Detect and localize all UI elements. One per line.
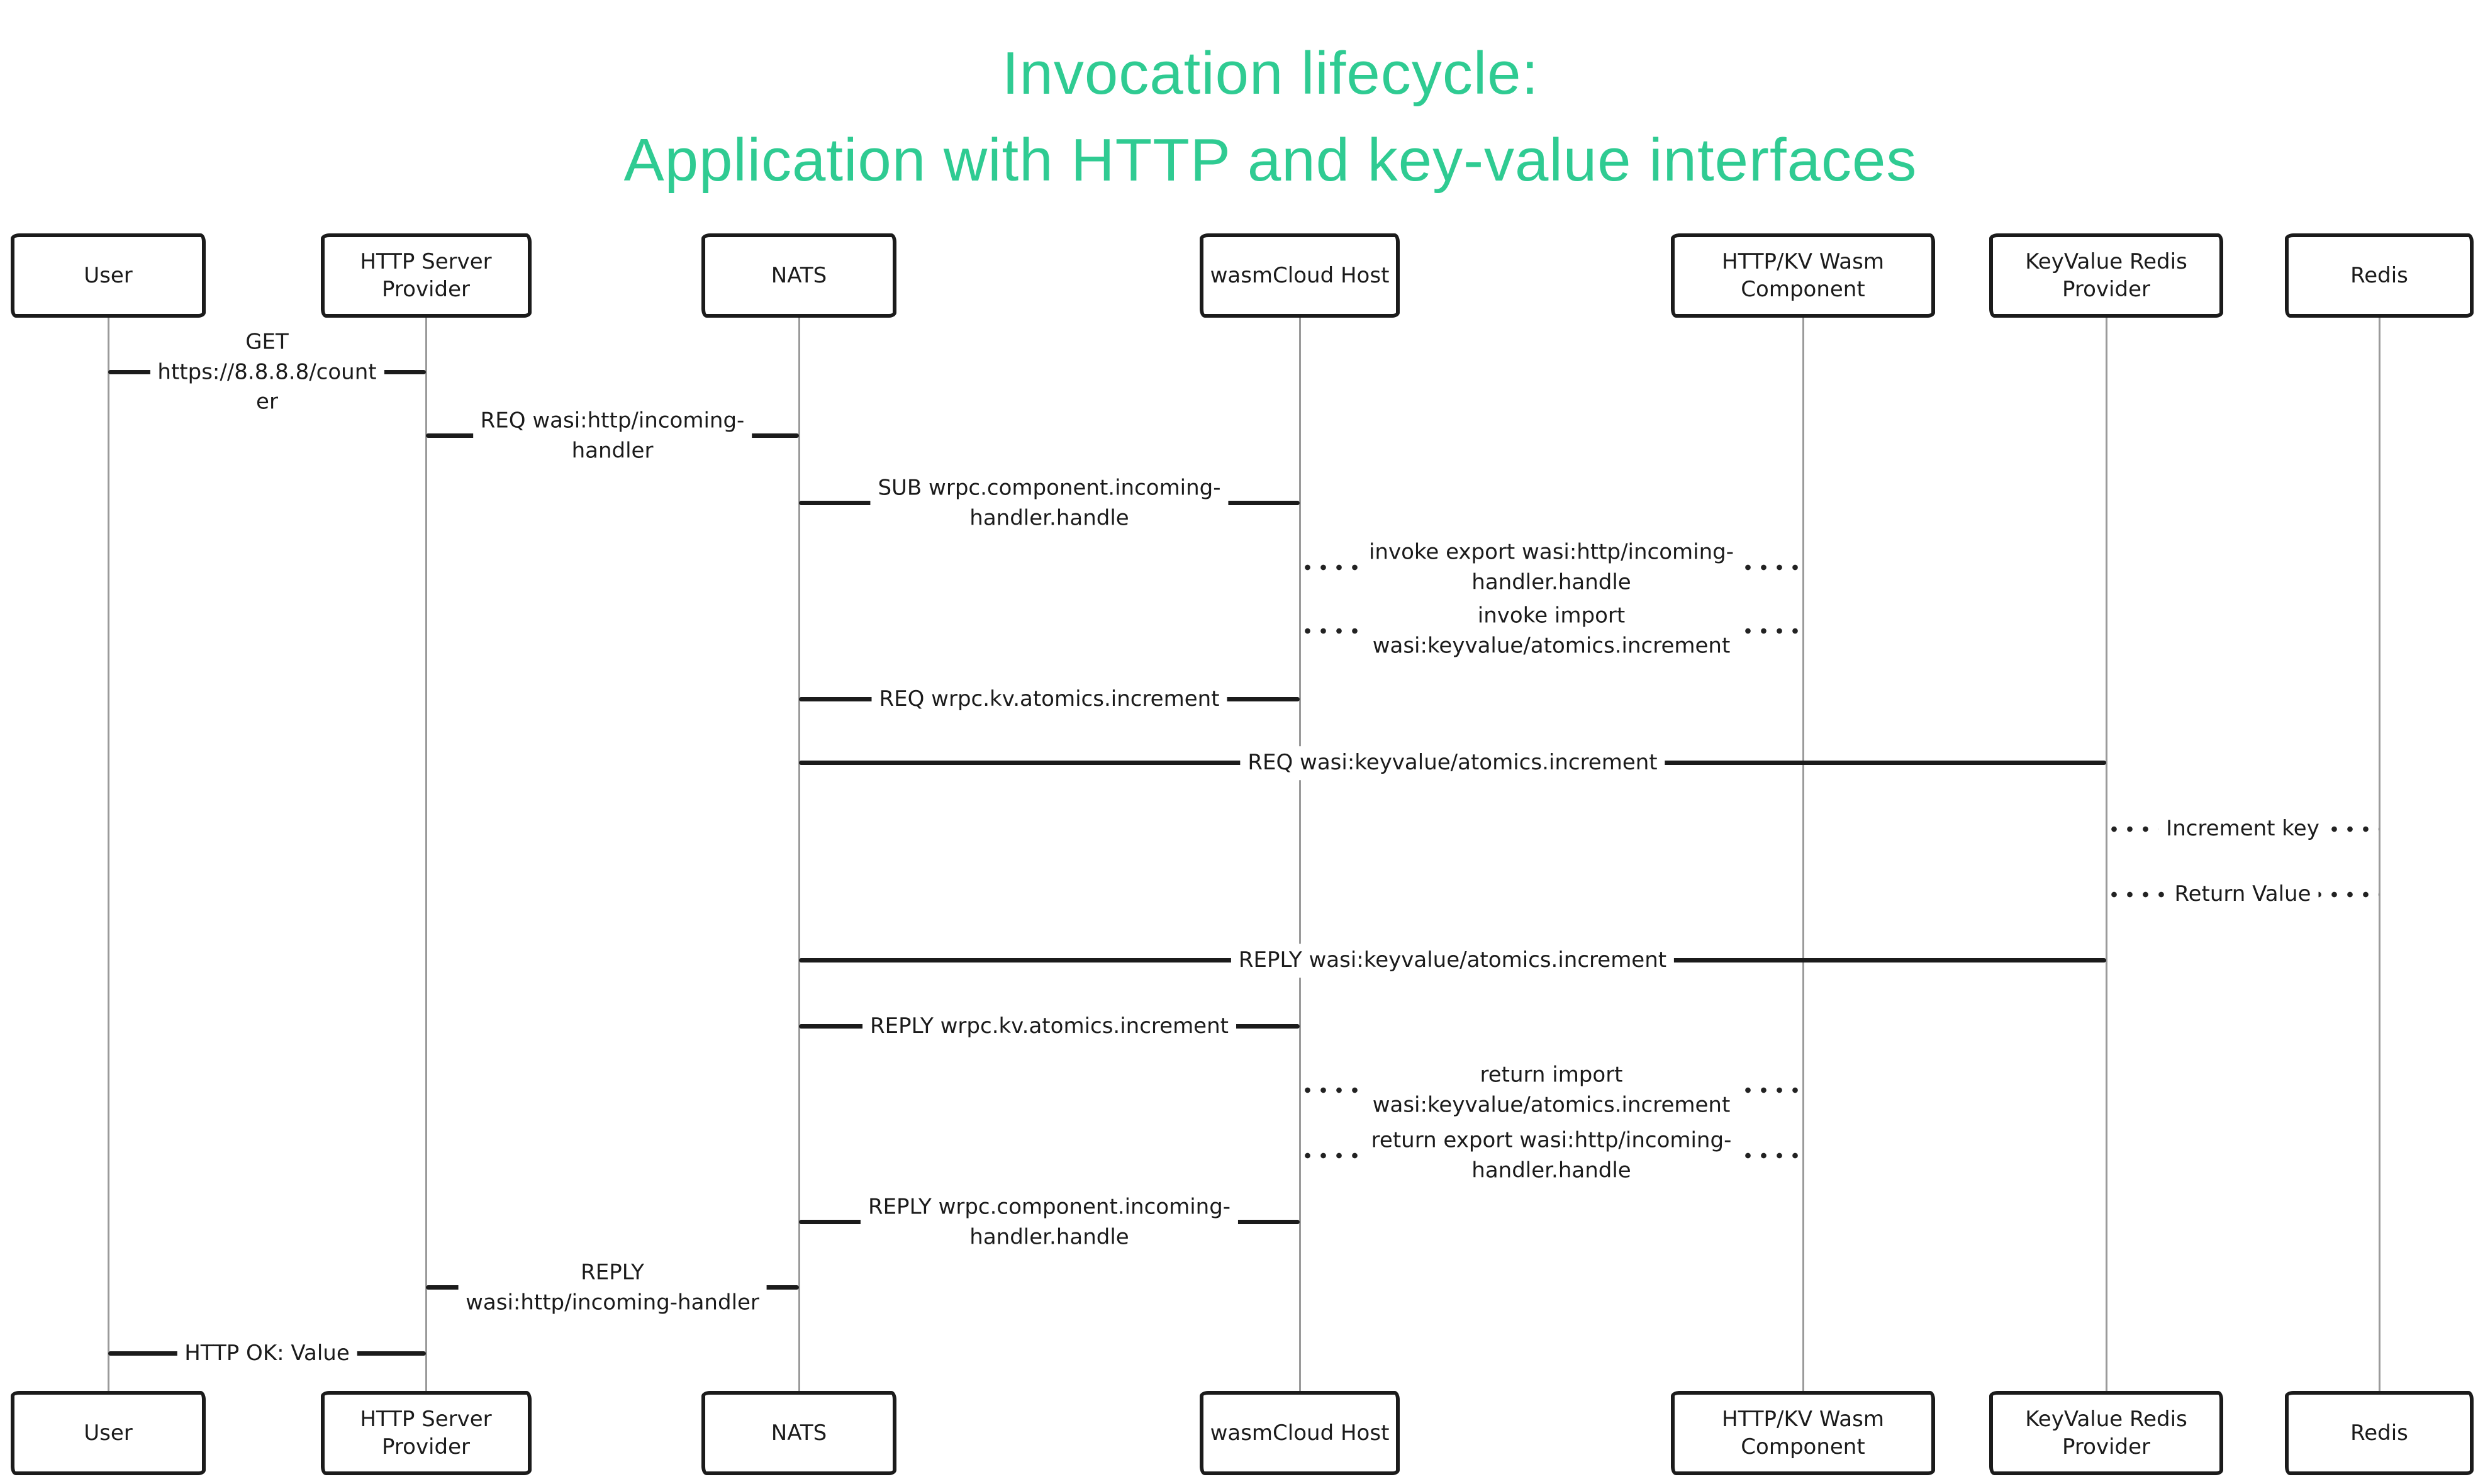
actor-label-host: wasmCloud Host <box>1210 262 1390 288</box>
actor-box-user-bottom: User <box>11 1391 206 1475</box>
lifeline-user <box>107 318 109 1392</box>
lifeline-http_server <box>425 318 427 1392</box>
actor-box-nats-top: NATS <box>701 233 896 318</box>
actor-label-user: User <box>84 1420 133 1446</box>
message-label-16: HTTP OK: Value <box>177 1337 357 1371</box>
message-label-text: HTTP OK: Value <box>177 1337 357 1371</box>
message-label-text: return export wasi:http/incoming- handle… <box>1363 1124 1739 1188</box>
message-label-9: Return Value <box>2167 878 2319 912</box>
actor-box-user-top: User <box>11 233 206 318</box>
lifeline-redis <box>2378 318 2380 1392</box>
actor-label-nats: NATS <box>771 1420 827 1446</box>
message-label-text: REPLY wrpc.kv.atomics.increment <box>862 1010 1236 1044</box>
actor-box-component-top: HTTP/KV Wasm Component <box>1671 233 1935 318</box>
message-label-text: REPLY wrpc.component.incoming- handler.h… <box>860 1190 1239 1254</box>
actor-box-component-bottom: HTTP/KV Wasm Component <box>1671 1391 1935 1475</box>
message-label-13: return export wasi:http/incoming- handle… <box>1363 1124 1739 1188</box>
actor-box-kv_provider-bottom: KeyValue Redis Provider <box>1989 1391 2223 1475</box>
diagram-title-line2: Application with HTTP and key-value inte… <box>623 126 1917 194</box>
message-label-14: REPLY wrpc.component.incoming- handler.h… <box>860 1190 1239 1254</box>
message-label-6: REQ wrpc.kv.atomics.increment <box>871 683 1227 717</box>
message-label-text: SUB wrpc.component.incoming- handler.han… <box>870 471 1229 535</box>
message-label-12: return import wasi:keyvalue/atomics.incr… <box>1365 1058 1738 1122</box>
lifeline-nats <box>798 318 800 1392</box>
message-label-5: invoke import wasi:keyvalue/atomics.incr… <box>1365 599 1738 663</box>
actor-box-redis-bottom: Redis <box>2285 1391 2474 1475</box>
message-label-text: invoke import wasi:keyvalue/atomics.incr… <box>1365 599 1738 663</box>
message-label-text: Return Value <box>2167 878 2319 912</box>
message-label-text: invoke export wasi:http/incoming- handle… <box>1361 535 1742 600</box>
actor-label-user: User <box>84 262 133 288</box>
lifeline-component <box>1802 318 1804 1392</box>
message-label-15: REPLY wasi:http/incoming-handler <box>458 1256 767 1320</box>
lifeline-host <box>1298 318 1301 1392</box>
actor-box-kv_provider-top: KeyValue Redis Provider <box>1989 233 2223 318</box>
actor-label-redis: Redis <box>2350 1420 2408 1446</box>
actor-box-host-top: wasmCloud Host <box>1200 233 1400 318</box>
actor-box-nats-bottom: NATS <box>701 1391 896 1475</box>
message-label-text: REPLY wasi:http/incoming-handler <box>458 1256 767 1320</box>
message-label-1: GET https://8.8.8.8/count er <box>150 325 384 420</box>
lifeline-kv_provider <box>2105 318 2107 1392</box>
actor-label-kv_provider: KeyValue Redis Provider <box>2025 248 2187 302</box>
actor-label-component: HTTP/KV Wasm Component <box>1722 1406 1884 1459</box>
actor-box-http_server-top: HTTP Server Provider <box>320 233 532 318</box>
message-label-text: REPLY wasi:keyvalue/atomics.increment <box>1231 944 1675 978</box>
message-label-10: REPLY wasi:keyvalue/atomics.increment <box>1231 944 1675 978</box>
message-label-text: GET https://8.8.8.8/count er <box>150 325 384 420</box>
diagram-title: Invocation lifecycle: Application with H… <box>63 30 2478 204</box>
message-label-text: REQ wasi:keyvalue/atomics.increment <box>1240 746 1665 780</box>
actor-label-http_server: HTTP Server Provider <box>360 248 492 302</box>
actor-label-kv_provider: KeyValue Redis Provider <box>2025 1406 2187 1459</box>
message-label-8: Increment key <box>2158 812 2327 846</box>
message-label-text: REQ wrpc.kv.atomics.increment <box>871 683 1227 717</box>
diagram-title-line1: Invocation lifecycle: <box>1002 40 1539 107</box>
message-label-11: REPLY wrpc.kv.atomics.increment <box>862 1010 1236 1044</box>
message-label-3: SUB wrpc.component.incoming- handler.han… <box>870 471 1229 535</box>
message-label-4: invoke export wasi:http/incoming- handle… <box>1361 535 1742 600</box>
message-label-text: REQ wasi:http/incoming- handler <box>472 404 752 468</box>
message-label-text: Increment key <box>2158 812 2327 846</box>
actor-box-redis-top: Redis <box>2285 233 2474 318</box>
actor-label-nats: NATS <box>771 262 827 288</box>
message-label-2: REQ wasi:http/incoming- handler <box>472 404 752 468</box>
actor-label-component: HTTP/KV Wasm Component <box>1722 248 1884 302</box>
actor-box-host-bottom: wasmCloud Host <box>1200 1391 1400 1475</box>
message-label-7: REQ wasi:keyvalue/atomics.increment <box>1240 746 1665 780</box>
message-label-text: return import wasi:keyvalue/atomics.incr… <box>1365 1058 1738 1122</box>
actor-label-redis: Redis <box>2350 262 2408 288</box>
actor-label-http_server: HTTP Server Provider <box>360 1406 492 1459</box>
actor-box-http_server-bottom: HTTP Server Provider <box>320 1391 532 1475</box>
actor-label-host: wasmCloud Host <box>1210 1420 1390 1446</box>
